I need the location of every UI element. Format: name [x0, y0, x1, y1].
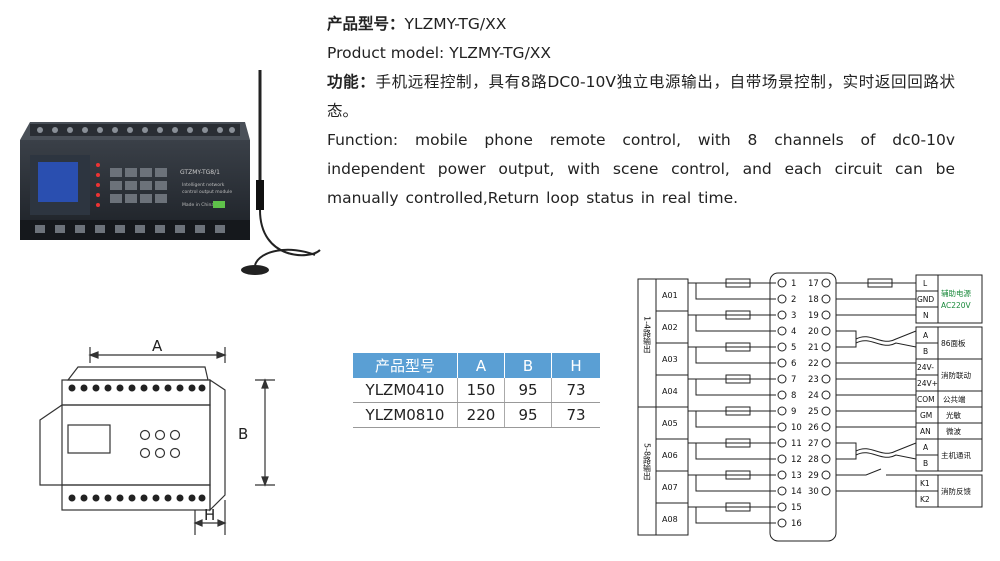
label-l: L: [923, 279, 928, 288]
table-cell: YLZM0810: [353, 402, 458, 428]
output-label: A04: [662, 387, 678, 396]
terminal-28: 28: [808, 455, 819, 465]
terminal-1: 1: [791, 279, 796, 289]
description-block: 产品型号：YLZMY-TG/XX Product model: YLZMY-TG…: [327, 10, 955, 213]
terminal-27: 27: [808, 439, 819, 449]
terminal-21: 21: [808, 343, 819, 353]
table-cell: 150: [457, 378, 505, 403]
label-k2: K2: [920, 495, 930, 504]
spec-header-h: H: [551, 353, 600, 378]
device-made-text: Made in China: [182, 202, 214, 208]
output-label: A08: [662, 515, 678, 524]
label-a2: A: [923, 443, 929, 452]
terminal-3: 3: [791, 311, 796, 321]
function-cn-line: 功能：手机远程控制，具有8路DC0-10V独立电源输出，自带场景控制，实时返回回…: [327, 68, 955, 126]
function-cn-label: 功能：: [327, 73, 376, 91]
terminal-26: 26: [808, 423, 819, 433]
terminal-18: 18: [808, 295, 819, 305]
terminal-10: 10: [791, 423, 802, 433]
device-line2-text: control output module: [182, 189, 232, 195]
table-row: YLZM0410 150 95 73: [353, 378, 600, 403]
terminal-19: 19: [808, 311, 819, 321]
terminal-24: 24: [808, 391, 819, 401]
dim-a-label: A: [152, 337, 163, 355]
dimension-drawing: A B H: [39, 337, 275, 535]
spec-table-header: 产品型号 A B H: [353, 353, 600, 378]
label-panel86: 86面板: [941, 338, 966, 348]
model-en-line: Product model: YLZMY-TG/XX: [327, 44, 552, 62]
function-en-text: Function: mobile phone remote control, w…: [327, 131, 955, 207]
label-24v-minus: 24V-: [917, 363, 934, 372]
output-label: A02: [662, 323, 678, 332]
label-fire-feedback: 消防反馈: [941, 486, 971, 496]
terminal-29: 29: [808, 471, 819, 481]
terminal-9: 9: [791, 407, 796, 417]
label-ac220: AC220V: [941, 301, 972, 310]
group2-label: 5-8路输出: [643, 443, 652, 481]
label-light: 光敏: [946, 410, 961, 420]
dim-h-label: H: [204, 506, 215, 524]
output-label: A07: [662, 483, 678, 492]
label-24v-plus: 24V+: [917, 379, 938, 388]
table-cell: 95: [504, 378, 552, 403]
label-an: AN: [920, 427, 931, 436]
table-row: YLZM0810 220 95 73: [353, 402, 600, 428]
table-cell: 95: [504, 402, 552, 428]
spec-header-model: 产品型号: [353, 353, 458, 378]
terminal-8: 8: [791, 391, 796, 401]
terminal-22: 22: [808, 359, 819, 369]
table-cell: 73: [551, 402, 600, 428]
label-a1: A: [923, 331, 929, 340]
terminal-30: 30: [808, 487, 819, 497]
label-host-comm: 主机通讯: [941, 450, 971, 460]
label-fire-link: 消防联动: [941, 370, 971, 380]
model-cn-label: 产品型号：: [327, 15, 405, 33]
terminal-25: 25: [808, 407, 819, 417]
label-n: N: [923, 311, 929, 320]
label-com: COM: [917, 395, 935, 404]
spec-header-a: A: [457, 353, 505, 378]
terminal-4: 4: [791, 327, 796, 337]
terminal-2: 2: [791, 295, 796, 305]
device-line1-text: Intelligent network: [182, 182, 225, 188]
device-model-text: GTZMY-TG8/1: [180, 169, 220, 176]
model-cn-value: YLZMY-TG/XX: [404, 15, 507, 33]
terminal-23: 23: [808, 375, 819, 385]
label-microwave: 微波: [946, 426, 961, 436]
function-cn-text: 手机远程控制，具有8路DC0-10V独立电源输出，自带场景控制，实时返回回路状态…: [327, 73, 955, 120]
terminal-12: 12: [791, 455, 802, 465]
product-photo: GTZMY-TG8/1 Intelligent network control …: [20, 70, 321, 275]
table-cell: YLZM0410: [353, 378, 458, 403]
table-cell: 220: [457, 402, 505, 428]
spec-header-b: B: [504, 353, 552, 378]
terminal-13: 13: [791, 471, 802, 481]
terminal-7: 7: [791, 375, 796, 385]
terminal-5: 5: [791, 343, 796, 353]
terminal-17: 17: [808, 279, 819, 289]
terminal-14: 14: [791, 487, 802, 497]
output-label: A05: [662, 419, 678, 428]
terminal-11: 11: [791, 439, 802, 449]
output-label: A06: [662, 451, 678, 460]
terminal-16: 16: [791, 519, 802, 529]
label-aux-power: 辅助电源: [941, 288, 971, 298]
table-cell: 73: [551, 378, 600, 403]
terminal-6: 6: [791, 359, 796, 369]
model-cn-line: 产品型号：YLZMY-TG/XX: [327, 10, 955, 39]
wiring-diagram: 1 2 3 4 5 6 7 8 9 10 11 12 13 14 15 16 1…: [637, 272, 983, 542]
label-common: 公共端: [943, 394, 966, 404]
label-b2: B: [923, 459, 928, 468]
label-gm: GM: [920, 411, 932, 420]
label-k1: K1: [920, 479, 930, 488]
dim-b-label: B: [238, 425, 248, 443]
output-label: A03: [662, 355, 678, 364]
group1-label: 1-4路输出: [643, 316, 652, 354]
label-b1: B: [923, 347, 928, 356]
terminal-15: 15: [791, 503, 802, 513]
label-gnd: GND: [917, 295, 934, 304]
terminal-20: 20: [808, 327, 819, 337]
spec-table: 产品型号 A B H YLZM0410 150 95 73 YLZM0810 2…: [353, 353, 600, 428]
output-label: A01: [662, 291, 678, 300]
